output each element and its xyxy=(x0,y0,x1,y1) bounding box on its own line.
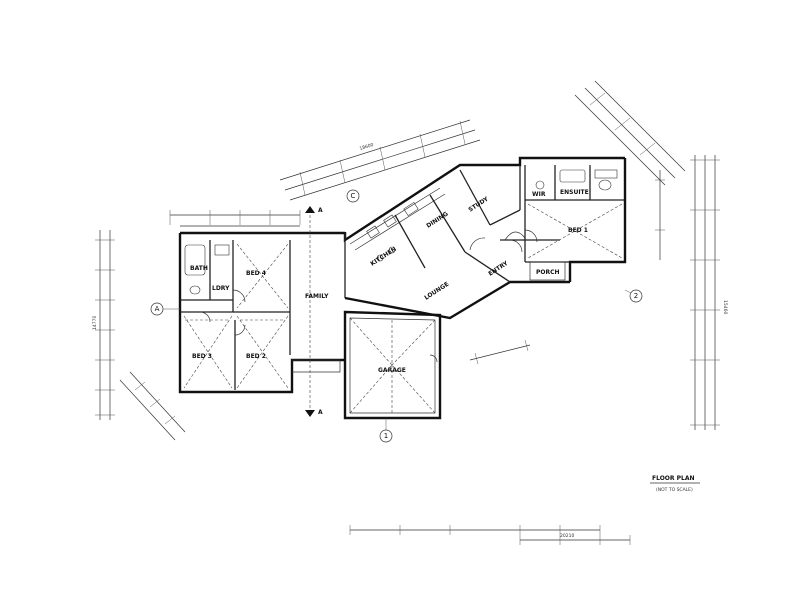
room-label-kitchen: KITCHEN xyxy=(369,246,398,268)
room-label-bed2: BED 2 xyxy=(246,353,266,360)
grid-label-c: C xyxy=(351,192,356,200)
room-label-wir: WIR xyxy=(532,191,546,198)
room-label-ensuite: ENSUITE xyxy=(560,189,589,196)
grid-bubble-c xyxy=(346,189,360,203)
dimension-right-overall: 15460 xyxy=(722,300,728,314)
title-block: FLOOR PLAN (NOT TO SCALE) xyxy=(650,475,700,493)
drawing-title: FLOOR PLAN xyxy=(652,475,695,482)
room-label-lounge: LOUNGE xyxy=(423,281,450,302)
room-label-bath: BATH xyxy=(190,265,208,272)
room-label-family: FAMILY xyxy=(305,293,329,300)
room-label-study: STUDY xyxy=(467,195,490,213)
west-wing-walls xyxy=(178,231,347,394)
drawing-scale: (NOT TO SCALE) xyxy=(656,487,693,493)
section-mark-top: A xyxy=(318,207,323,214)
grid-label-2: 2 xyxy=(634,292,638,300)
section-mark-bottom: A xyxy=(318,409,323,416)
dimension-lines xyxy=(95,80,720,545)
grid-label-a: A xyxy=(155,305,160,313)
garage-walls xyxy=(343,310,442,420)
grid-label-1: 1 xyxy=(384,432,388,440)
grid-bubble-2 xyxy=(629,289,643,303)
room-label-bed1: BED 1 xyxy=(568,227,588,234)
grid-bubbles xyxy=(150,189,643,443)
dimension-bottom-overall: 20210 xyxy=(560,533,574,539)
room-label-bed3: BED 3 xyxy=(192,353,212,360)
dimension-top-overall: 18600 xyxy=(359,142,375,152)
room-label-garage: GARAGE xyxy=(378,367,406,374)
east-wing-walls xyxy=(524,158,627,282)
section-line-aa xyxy=(305,206,315,417)
dimension-left-overall: 14770 xyxy=(92,316,98,330)
room-label-porch: PORCH xyxy=(536,269,560,276)
room-label-ldry: LDRY xyxy=(212,285,230,292)
central-wing-walls xyxy=(343,156,625,320)
room-label-bed4: BED 4 xyxy=(246,270,266,277)
